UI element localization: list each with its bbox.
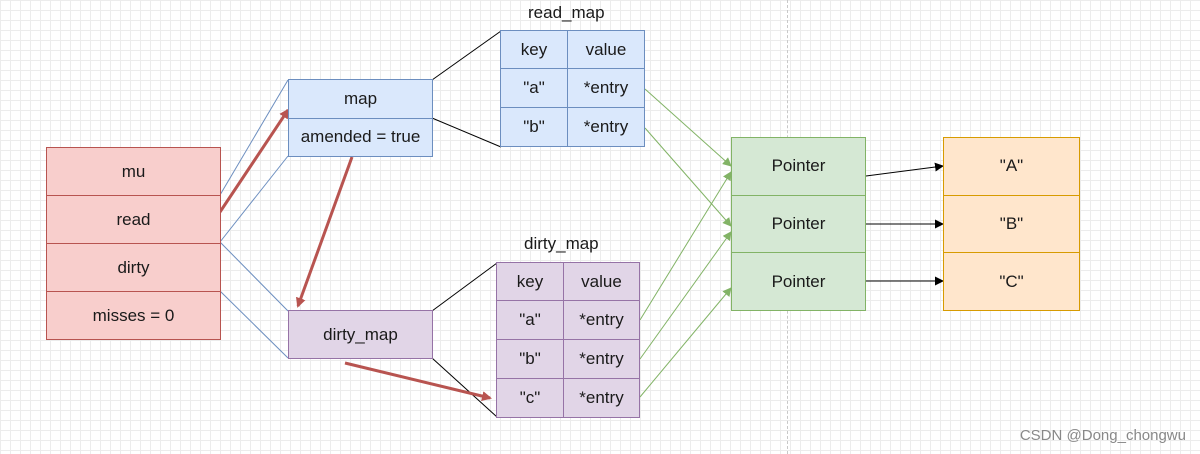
pointer-1: Pointer <box>731 137 866 196</box>
dirty-map-box-label: dirty_map <box>288 310 433 359</box>
dirty-map-key-b: "b" <box>496 340 564 379</box>
red-arrow-read-to-map <box>218 108 290 213</box>
read-map-entry-a: *entry <box>568 69 645 108</box>
edge-read-field-to-map <box>219 79 289 196</box>
value-C: "C" <box>943 252 1080 312</box>
dirty-map-header-value: value <box>564 262 640 301</box>
field-map: map <box>288 79 433 119</box>
read-only-struct: map amended = true <box>288 79 433 157</box>
edge-dirty-field-to-dirty-box-top <box>219 241 289 312</box>
dirty-map-key-c: "c" <box>496 379 564 418</box>
field-misses: misses = 0 <box>46 291 221 340</box>
dirty-map-header-key: key <box>496 262 564 301</box>
edge-dirty-field-to-dirty-box-bottom <box>219 290 289 359</box>
edge-dirty-box-to-table-bottom <box>431 357 498 418</box>
value-A: "A" <box>943 137 1080 196</box>
edge-map-to-read-map-bottom <box>431 117 502 148</box>
read-map-table: key value "a" *entry "b" *entry <box>500 30 645 147</box>
read-map-key-a: "a" <box>500 69 568 108</box>
value-B: "B" <box>943 194 1080 254</box>
read-map-header-key: key <box>500 30 568 69</box>
arrow-pointer-to-A <box>865 162 944 177</box>
green-arrow-dirty-b <box>639 231 732 360</box>
read-map-entry-b: *entry <box>568 108 645 147</box>
value-column: "A" "B" "C" <box>943 137 1080 312</box>
dirty-map-entry-c: *entry <box>564 379 640 418</box>
edge-map-to-read-map-top <box>431 30 502 81</box>
edge-dirty-box-to-table-top <box>431 262 498 312</box>
dirty-map-table: key value "a" *entry "b" *entry "c" *ent… <box>496 262 640 418</box>
pointer-2: Pointer <box>731 194 866 254</box>
field-dirty: dirty <box>46 243 221 292</box>
edge-read-field-to-amended <box>219 155 289 243</box>
read-map-title: read_map <box>528 3 605 22</box>
pointer-column: Pointer Pointer Pointer <box>731 137 866 312</box>
field-mu: mu <box>46 147 221 196</box>
dirty-map-entry-a: *entry <box>564 301 640 340</box>
dirty-map-box: dirty_map <box>288 310 433 359</box>
green-arrow-dirty-c <box>639 287 732 398</box>
watermark: CSDN @Dong_chongwu <box>1019 427 1186 444</box>
read-map-key-b: "b" <box>500 108 568 147</box>
dirty-map-key-a: "a" <box>496 301 564 340</box>
field-read: read <box>46 195 221 244</box>
read-map-header-value: value <box>568 30 645 69</box>
dirty-map-title: dirty_map <box>524 234 599 253</box>
red-arrow-amended-to-dirty <box>296 156 354 308</box>
red-arrow-dirty-to-table <box>344 361 492 401</box>
dirty-map-entry-b: *entry <box>564 340 640 379</box>
green-arrow-read-b <box>644 127 732 227</box>
green-arrow-dirty-a <box>639 171 732 321</box>
map-struct: mu read dirty misses = 0 <box>46 147 221 340</box>
green-arrow-read-a <box>644 88 732 167</box>
field-amended: amended = true <box>288 117 433 157</box>
pointer-3: Pointer <box>731 252 866 312</box>
